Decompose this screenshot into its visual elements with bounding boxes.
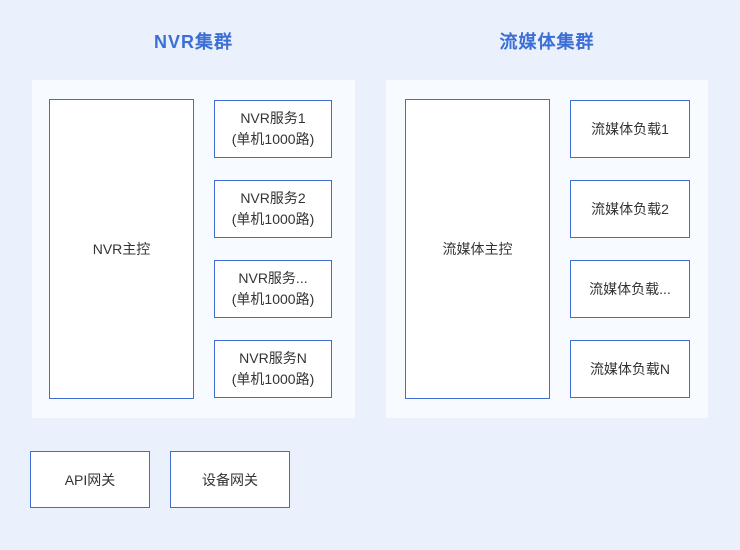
nvr-service-box-1: NVR服务1 (单机1000路) <box>214 100 332 158</box>
nvr-service-ellipsis-name: NVR服务... <box>238 270 308 286</box>
api-gateway-label: API网关 <box>64 471 116 488</box>
api-gateway-box: API网关 <box>30 451 150 508</box>
nvr-master-box: NVR主控 <box>49 99 194 399</box>
media-load-1-name: 流媒体负载1 <box>591 120 669 137</box>
cluster-title-nvr: NVR集群 <box>153 32 233 52</box>
media-load-ellipsis-name: 流媒体负载... <box>589 280 671 297</box>
nvr-service-n-capacity: (单机1000路) <box>231 371 315 387</box>
media-load-n-name: 流媒体负载N <box>589 360 671 377</box>
cluster-title-streaming-media: 流媒体集群 <box>499 32 595 52</box>
device-gateway-label: 设备网关 <box>202 471 258 488</box>
nvr-cluster-panel: NVR主控 NVR服务1 (单机1000路) NVR服务2 (单机1000路) … <box>32 80 355 418</box>
streaming-media-master-box: 流媒体主控 <box>405 99 550 399</box>
nvr-service-box-ellipsis: NVR服务... (单机1000路) <box>214 260 332 318</box>
nvr-service-box-n: NVR服务N (单机1000路) <box>214 340 332 398</box>
nvr-service-2-name: NVR服务2 <box>240 190 306 206</box>
nvr-service-2-capacity: (单机1000路) <box>231 211 315 227</box>
media-load-2-name: 流媒体负载2 <box>591 200 669 217</box>
nvr-service-1-name: NVR服务1 <box>240 110 306 126</box>
media-load-box-1: 流媒体负载1 <box>570 100 690 158</box>
streaming-media-master-label: 流媒体主控 <box>442 241 513 257</box>
media-load-box-n: 流媒体负载N <box>570 340 690 398</box>
media-load-box-ellipsis: 流媒体负载... <box>570 260 690 318</box>
nvr-service-box-2: NVR服务2 (单机1000路) <box>214 180 332 238</box>
nvr-service-ellipsis-capacity: (单机1000路) <box>231 291 315 307</box>
nvr-service-1-capacity: (单机1000路) <box>231 131 315 147</box>
streaming-media-cluster-panel: 流媒体主控 流媒体负载1 流媒体负载2 流媒体负载... 流媒体负载N <box>386 80 708 418</box>
media-load-box-2: 流媒体负载2 <box>570 180 690 238</box>
nvr-master-label: NVR主控 <box>92 241 151 257</box>
nvr-service-n-name: NVR服务N <box>239 350 307 366</box>
device-gateway-box: 设备网关 <box>170 451 290 508</box>
